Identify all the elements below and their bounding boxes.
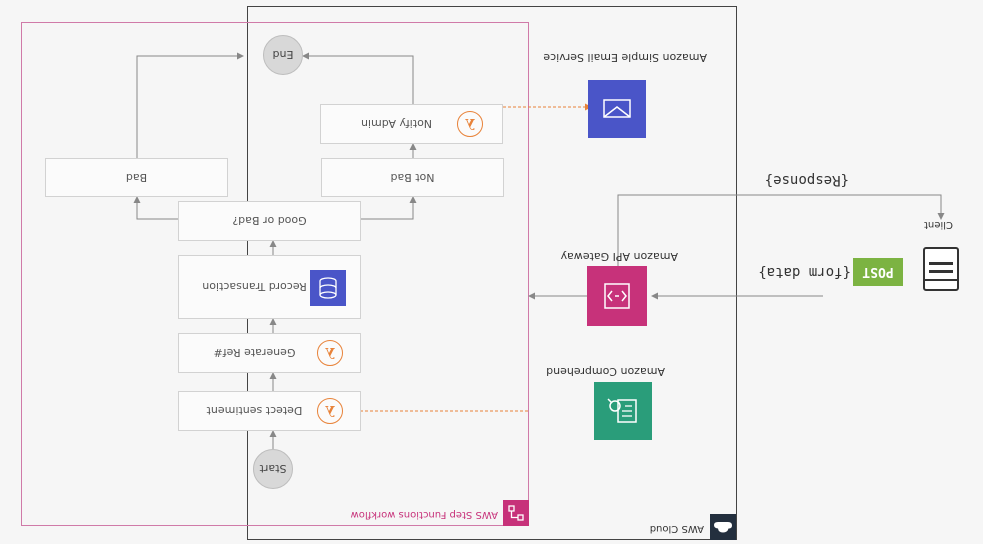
step-functions-icon [503, 500, 529, 526]
api-gateway-label: Amazon API Gateway [560, 250, 678, 263]
comprehend-icon [594, 382, 652, 440]
link-response [617, 194, 945, 266]
flow-decision-to-bad [133, 196, 178, 220]
flow-notify-to-end [302, 52, 414, 104]
email-icon [588, 80, 646, 138]
response-label: {Response} [764, 172, 849, 188]
generate-ref-label: Generate Ref# [213, 346, 296, 360]
lambda-icon: λ [457, 111, 483, 137]
lambda-icon: λ [317, 398, 343, 424]
end-node: End [263, 35, 303, 75]
browser-window-icon [923, 247, 959, 291]
database-icon [310, 270, 346, 306]
good-or-bad-decision: Good or Bad? [178, 201, 361, 241]
not-bad-step: Not Bad [321, 158, 504, 197]
api-gateway-icon [587, 266, 647, 326]
bad-step: Bad [45, 158, 228, 197]
notify-admin-label: Notify Admin [360, 117, 433, 131]
form-data-label: {form data} [758, 264, 851, 280]
flow-bad-to-end [136, 52, 244, 158]
detect-sentiment-label: Detect sentiment [206, 404, 303, 418]
start-node: Start [253, 449, 293, 489]
flow-decision-to-not-bad [361, 196, 417, 220]
ses-label: Amazon Simple Email Service [543, 51, 707, 64]
comprehend-label: Amazon Comprehend [546, 365, 665, 378]
record-transaction-label: Record Transaction [202, 280, 307, 294]
post-badge: POST [853, 258, 903, 286]
lambda-icon: λ [317, 340, 343, 366]
aws-cloud-icon [710, 514, 736, 540]
client-label: Client [924, 219, 953, 230]
